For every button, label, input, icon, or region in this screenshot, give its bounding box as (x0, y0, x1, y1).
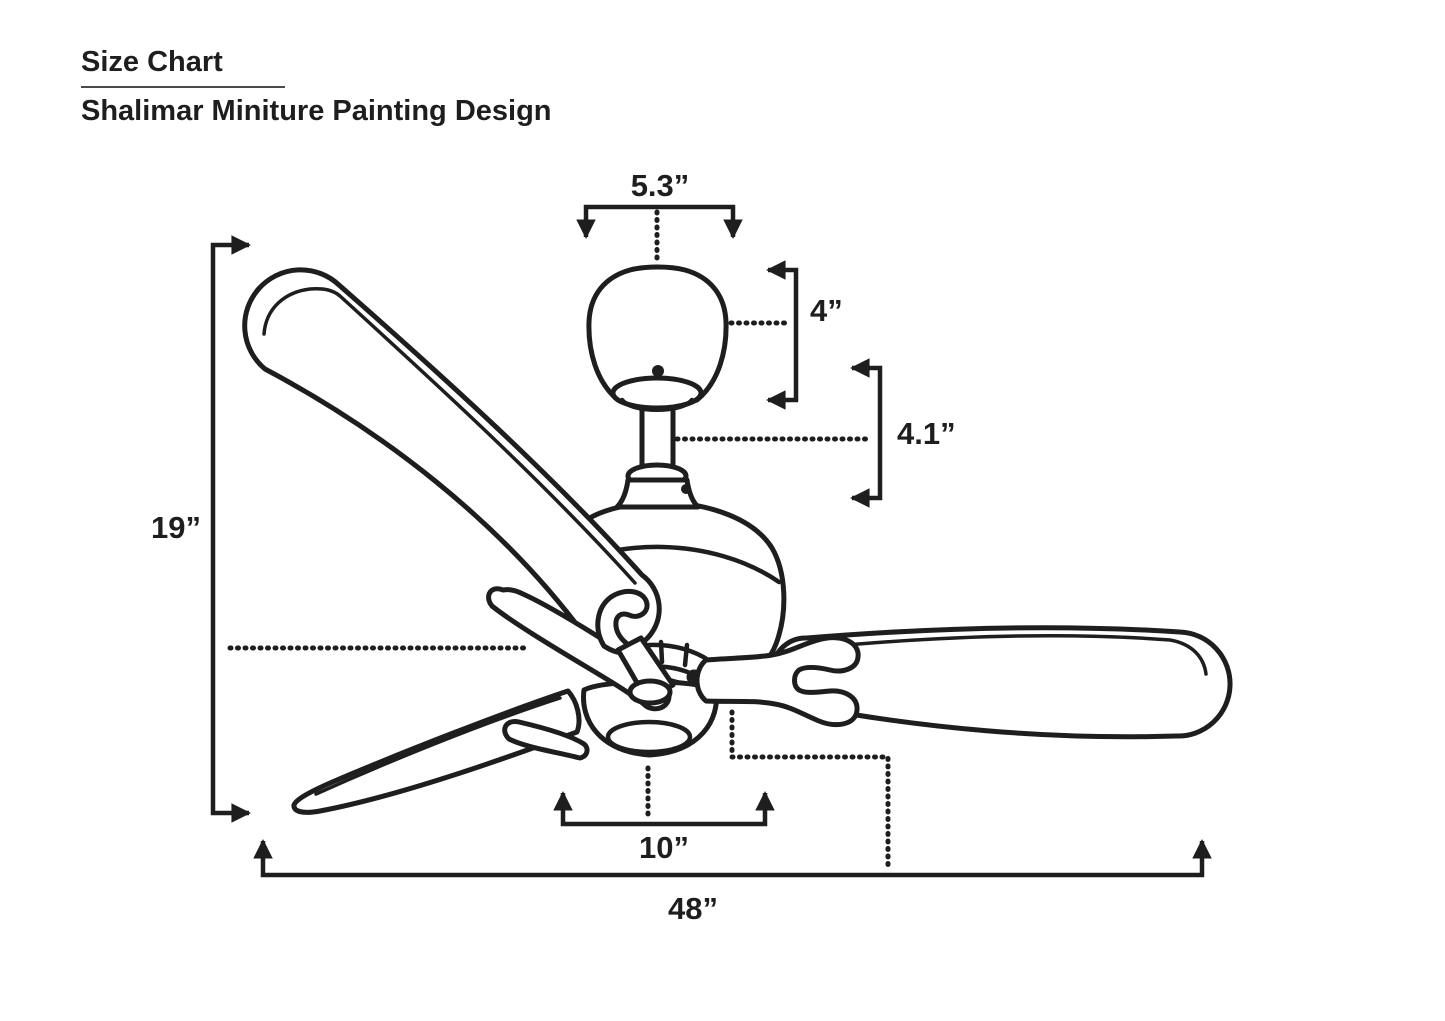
dim-downrod-length-line (850, 358, 883, 508)
dim-blade-sweep: 48” (253, 709, 1212, 926)
downrod-ball-joint (652, 365, 664, 377)
coupler-pin (681, 484, 691, 494)
canopy-collar (610, 365, 704, 412)
dim-canopy-height: 4” (728, 260, 843, 410)
dim-motor-width-label: 10” (639, 830, 689, 865)
blade-bracket-left (486, 586, 676, 712)
dim-overall-height-line (210, 235, 251, 823)
blade-right (769, 625, 1233, 740)
blade-lower-left (291, 688, 590, 815)
dim-canopy-width-label: 5.3” (631, 168, 690, 203)
dim-canopy-height-line (766, 260, 799, 410)
dim-overall-height: 19” (151, 235, 528, 823)
dim-downrod-length-label: 4.1” (897, 416, 956, 451)
blade-upper-left-edge-line (262, 287, 637, 585)
dim-overall-height-label: 19” (151, 510, 201, 545)
canopy-collar-lip (619, 397, 695, 412)
dim-blade-sweep-leader (729, 709, 891, 871)
dim-downrod-length: 4.1” (674, 358, 956, 508)
blade-right-edge-line (811, 634, 1208, 676)
dim-canopy-height-label: 4” (810, 293, 843, 328)
dim-canopy-width: 5.3” (576, 168, 743, 261)
bracket-left-knuckle (627, 678, 673, 706)
blade-lower-left-outline (291, 688, 582, 815)
blade-bracket-lower (502, 719, 590, 761)
downrod-coupler (614, 462, 701, 510)
blade-bracket-right (694, 635, 861, 728)
dim-motor-width: 10” (553, 765, 775, 865)
light-bowl-lens (605, 719, 693, 755)
bracket-right-fork (694, 635, 861, 728)
dim-blade-sweep-line (253, 839, 1212, 878)
bracket-left-arm (486, 586, 672, 712)
title-underline (81, 86, 285, 88)
dim-blade-sweep-label: 48” (668, 891, 718, 926)
dim-motor-width-line (553, 791, 775, 827)
page-subtitle: Shalimar Miniture Painting Design (81, 95, 552, 127)
blade-lower-left-edge-line (314, 696, 562, 796)
page-title: Size Chart (81, 46, 223, 78)
dim-canopy-width-line (576, 204, 743, 239)
